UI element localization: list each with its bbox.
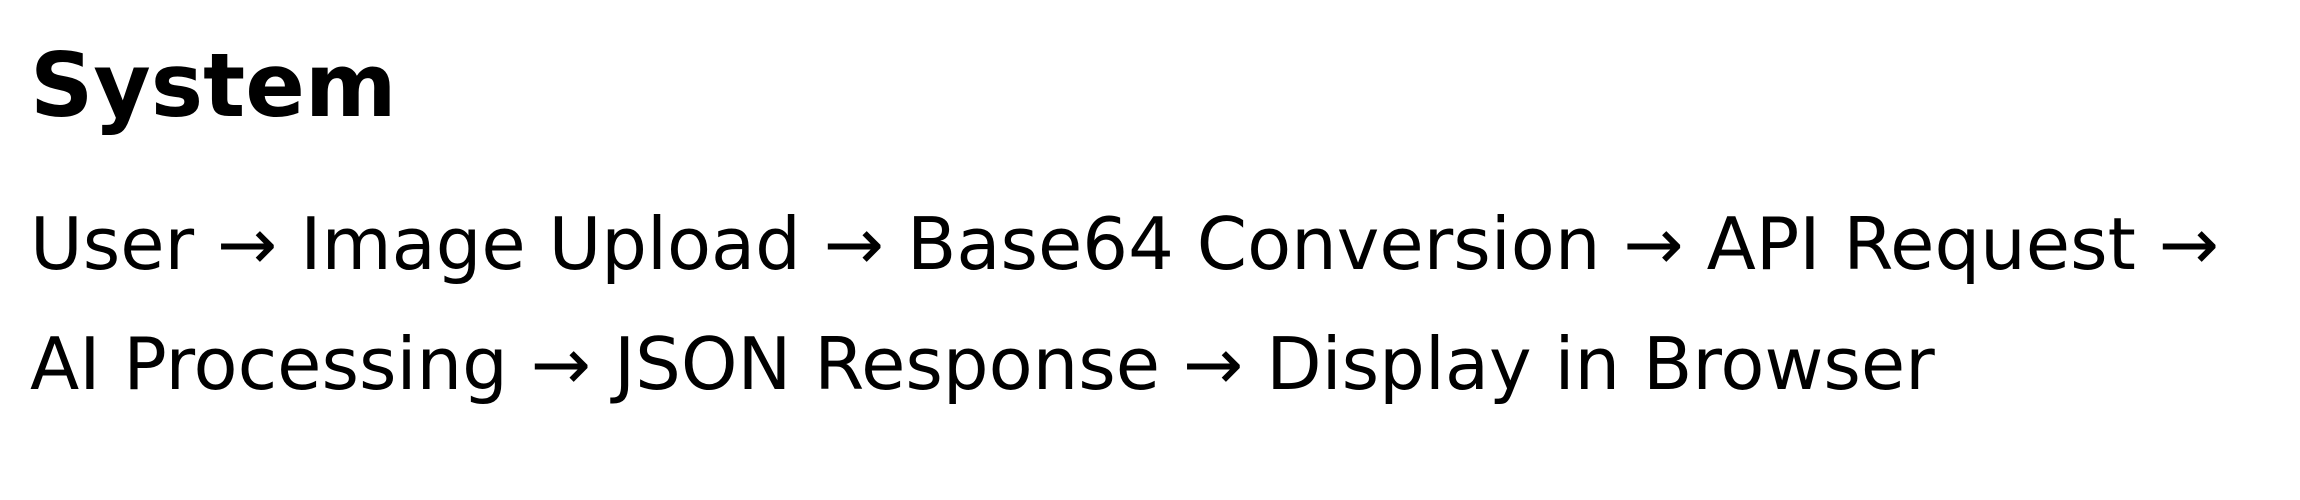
diagram-title: System <box>30 34 397 137</box>
flow-line-1: User → Image Upload → Base64 Conversion … <box>30 202 2220 286</box>
flow-line-2: AI Processing → JSON Response → Display … <box>30 322 1935 406</box>
